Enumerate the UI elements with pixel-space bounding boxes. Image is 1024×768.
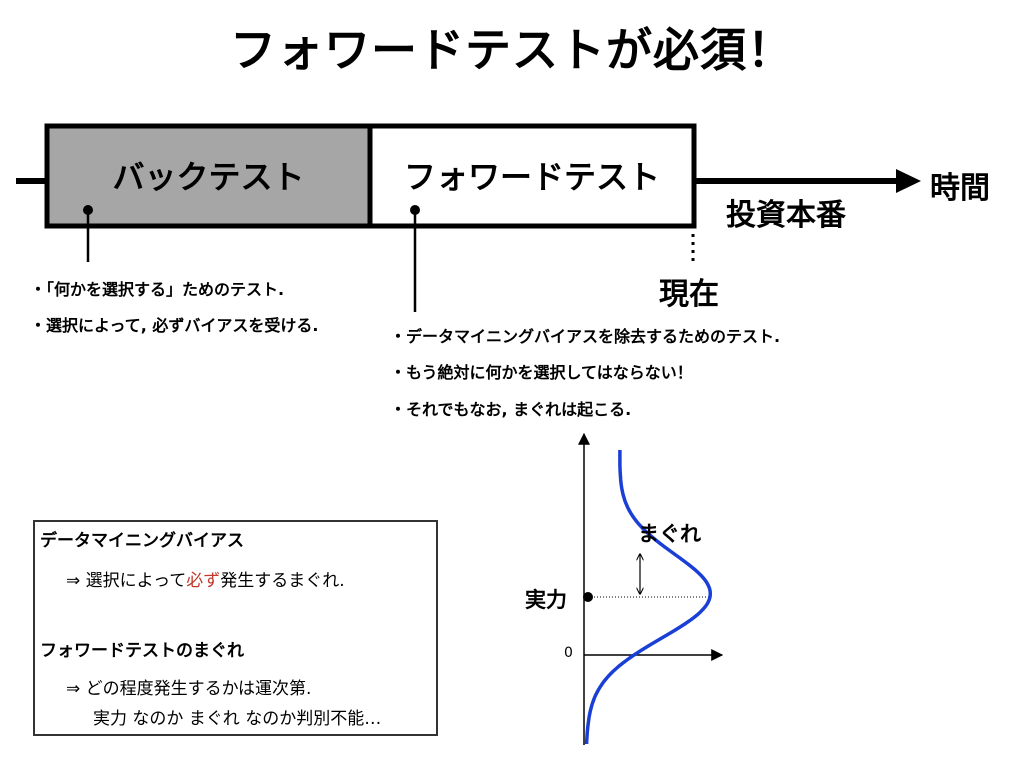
forward-note-3: ・それでもなお, まぐれは起こる. <box>390 400 632 419</box>
forward-note-2: ・もう絶対に何かを選択してはならない！ <box>390 363 693 382</box>
forward-note-1: ・データマイニングバイアスを除去するためのテスト. <box>390 327 781 346</box>
emphasis-text: 必ず <box>186 571 221 591</box>
backtest-label: バックテスト <box>112 158 305 196</box>
skill-label: 実力 <box>525 588 567 612</box>
backtest-period-box <box>44 123 373 229</box>
backtest-note-2: ・選択によって, 必ずバイアスを受ける. <box>30 316 319 335</box>
time-label: 時間 <box>930 171 990 206</box>
info-box <box>33 520 438 736</box>
distribution-curve <box>584 450 713 745</box>
info-line-indistinguishable: 実力 なのか まぐれ なのか判別不能… <box>93 709 382 729</box>
live-investment-label: 投資本番 <box>726 198 846 233</box>
forwardtest-label: フォワードテスト <box>403 158 660 196</box>
info-line-luck: ⇒ どの程度発生するかは運次第. <box>66 679 312 699</box>
info-heading-data-mining: データマイニングバイアス <box>40 531 244 551</box>
skill-marker <box>583 592 593 602</box>
forwardtest-period-box <box>367 123 697 229</box>
info-heading-forward-fluke: フォワードテストのまぐれ <box>40 641 244 661</box>
page-title: フォワードテストが必須！ <box>230 23 794 77</box>
fluke-label: まぐれ <box>638 522 701 546</box>
backtest-note-1: ・「何かを選択する」ためのテスト. <box>30 280 285 299</box>
zero-tick-label: 0 <box>564 645 573 661</box>
time-arrow-icon <box>896 169 921 193</box>
info-line-bias: ⇒ 選択によって必ず発生するまぐれ. <box>66 571 345 591</box>
now-label: 現在 <box>659 277 719 312</box>
